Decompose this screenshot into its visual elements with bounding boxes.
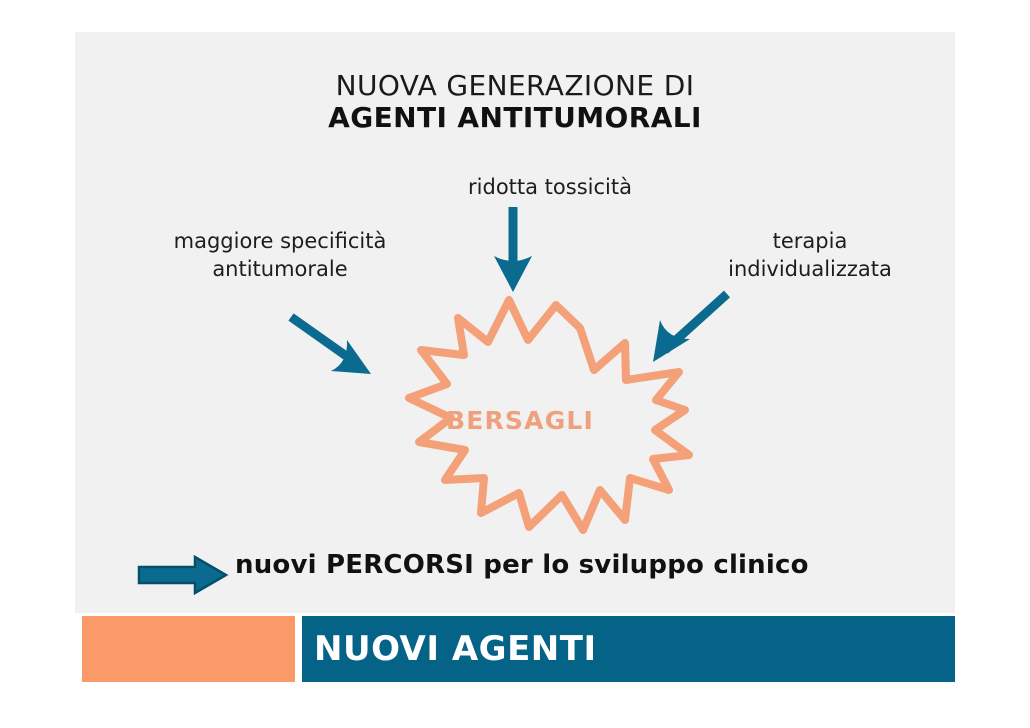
label-maggiore-specificita: maggiore specificità antitumorale xyxy=(173,229,387,281)
arrow-down-left-icon xyxy=(653,290,731,362)
title-line-1: NUOVA GENERAZIONE DI xyxy=(335,69,695,102)
bottom-callout-text: nuovi PERCORSI per lo sviluppo clinico xyxy=(235,550,809,580)
arrow-down-icon xyxy=(494,207,532,292)
page-title: NUOVA GENERAZIONE DI AGENTI ANTITUMORALI xyxy=(75,70,955,134)
footer-title: NUOVI AGENTI xyxy=(314,629,597,669)
label-terapia-individualizzata: terapia individualizzata xyxy=(728,229,892,281)
content-panel: NUOVA GENERAZIONE DI AGENTI ANTITUMORALI… xyxy=(75,32,955,613)
footer-accent-block xyxy=(82,616,295,682)
label-ridotta-tossicita: ridotta tossicità xyxy=(468,175,632,199)
diagram-graphics xyxy=(288,207,731,534)
starburst-label: BERSAGLI xyxy=(445,406,595,435)
starburst-icon xyxy=(405,296,693,534)
arrow-right-block-icon xyxy=(137,555,229,595)
footer-bar: NUOVI AGENTI xyxy=(302,616,955,682)
arrow-down-right-icon xyxy=(288,313,371,374)
bottom-callout: nuovi PERCORSI per lo sviluppo clinico xyxy=(75,545,955,605)
title-line-2: AGENTI ANTITUMORALI xyxy=(328,100,702,134)
